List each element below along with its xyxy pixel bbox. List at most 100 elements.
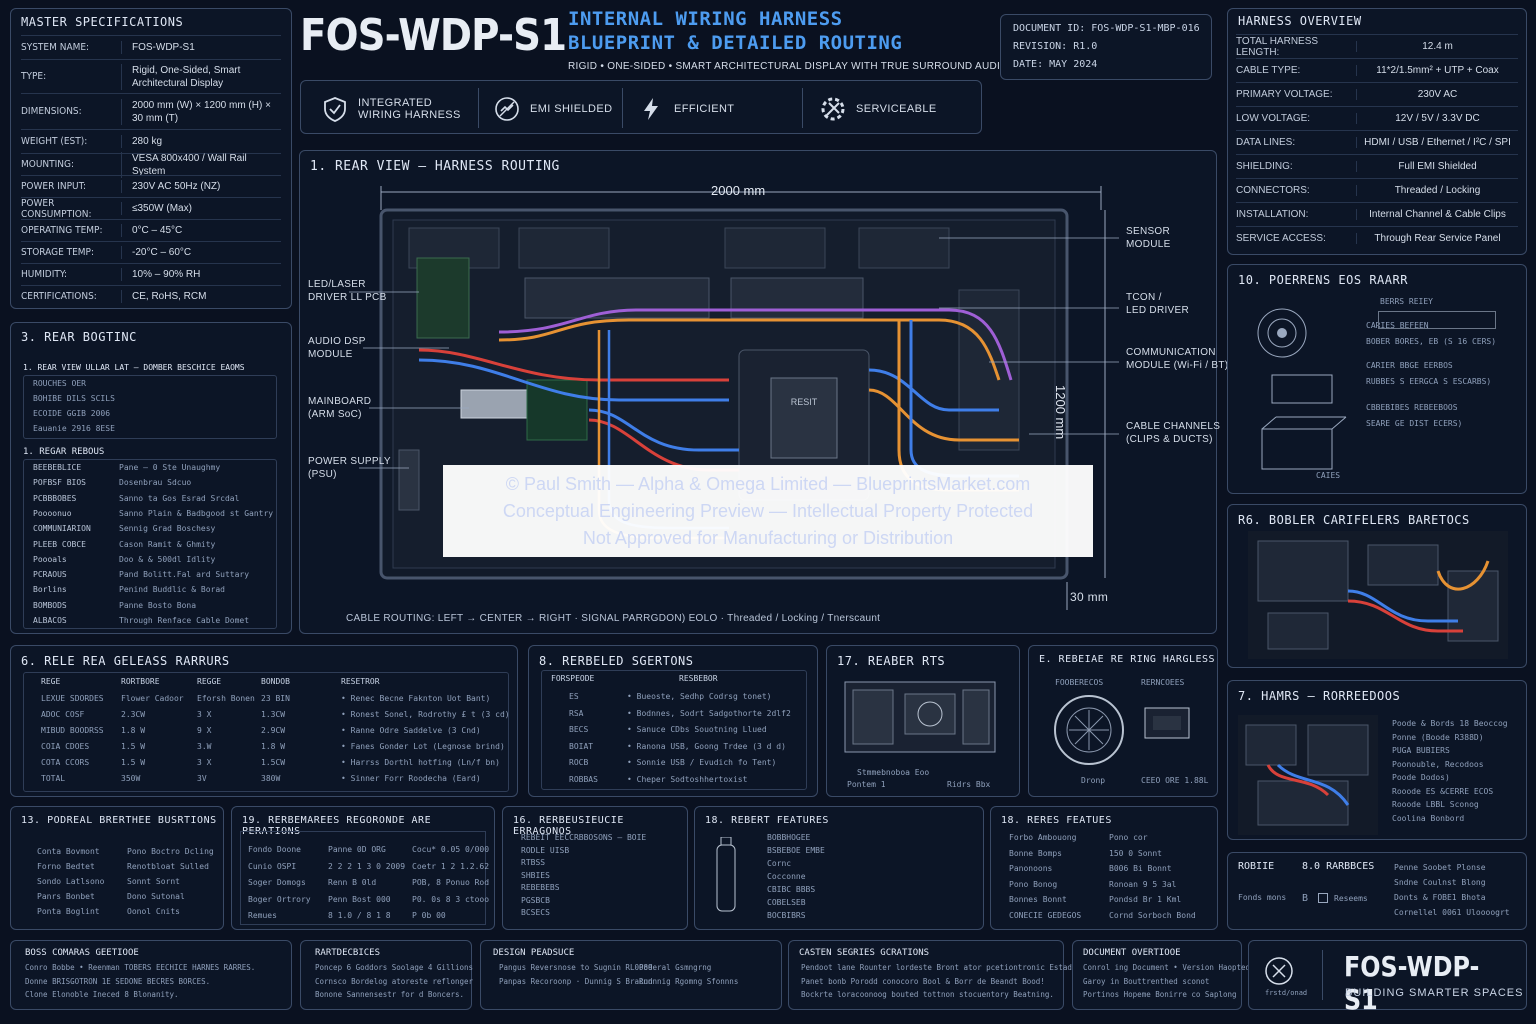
- power-ref-item: RUBBES S EERGCA S ESCARBS): [1366, 377, 1492, 386]
- hamrs-item: Coolina Bonbord: [1392, 813, 1465, 823]
- hamrs-photo: [1238, 715, 1378, 835]
- footer-line: Bockrte loracoonoog bouted tottnon stocu…: [801, 990, 1054, 999]
- routing-key: PCRAOUS: [33, 570, 67, 580]
- boards-cell: 9 X: [197, 726, 212, 735]
- footer-line: Cornsco Bordelog atoreste reflonger: [315, 976, 474, 986]
- feature-label-serviceable: SERVICEABLE: [856, 103, 937, 115]
- sections-desc: • Sonnie USB / Evudich fo Tent): [627, 758, 777, 767]
- routing-key: ALBACOS: [33, 616, 67, 625]
- boards-title: 6. RELE REA GELEASS RARRURS: [21, 654, 230, 668]
- footer-list-item: BOCBIBRS: [767, 911, 806, 920]
- spec-row: TYPE:Rigid, One-Sided, Smart Architectur…: [21, 59, 281, 93]
- hamrs-panel: 7. HAMRS – RORREEDOOS Poode & Bords 18 B…: [1227, 680, 1527, 840]
- spec-key: TYPE:: [21, 71, 47, 82]
- footer-list-item: Sndne Coulnst Blong: [1394, 878, 1486, 887]
- hamrs-item: Ponne (Boode R388D): [1392, 732, 1484, 742]
- center-module-label: RESIT: [791, 397, 818, 407]
- overview-value: Full EMI Shielded: [1356, 161, 1518, 172]
- boards-cell: 1.5 W: [121, 742, 146, 751]
- footer-list-item: COBELSEB: [767, 898, 806, 907]
- subtitle-line-2: BLUEPRINT & DETAILED ROUTING: [568, 32, 903, 54]
- hamrs-item: Poode & Bords 18 Beoccog: [1392, 719, 1508, 728]
- boards-cell: • Fanes Gonder Lot (Legnose brind): [341, 742, 505, 751]
- watermark-line-2: Conceptual Engineering Preview — Intelle…: [502, 500, 1034, 521]
- footer-list-item: Donts & FOBE1 Bhota: [1394, 893, 1486, 902]
- rear-routing-panel: 3. REAR BOGTINC 1. REAR VIEW ULLAR LAT —…: [10, 322, 292, 634]
- spec-key: STORAGE TEMP:: [21, 247, 95, 258]
- sections-title: 8. RERBELED SGERTONS: [539, 654, 694, 668]
- boards-cell: 3V: [197, 774, 207, 783]
- width-dimension: 2000 mm: [711, 183, 766, 198]
- footer-table-cell: Penn Bost 000: [328, 894, 391, 904]
- footer-table-cell: POB, 8 Ponuo Rod: [412, 878, 490, 887]
- footer-line: Garoy in Bouttrenthed sconot: [1083, 976, 1210, 986]
- footer-list-item: Ponta Boglint: [37, 907, 100, 916]
- routing-value: Sanno Plain & Badbgood st Gantry: [119, 508, 274, 518]
- footer-line: Panpas Recoroonp · Dunnig S Bracnd: [499, 976, 653, 986]
- footer-table-cell: 2 2 2 1 3 0 2009: [328, 861, 406, 871]
- boards-cell: • Ronest Sonel, Rodrothy £ t (3 cd): [341, 710, 510, 719]
- spec-row: STORAGE TEMP:-20°C – 60°C: [21, 241, 281, 263]
- spec-value: 280 kg: [121, 135, 281, 148]
- footer-table-value: Pondsd Br 1 Kml: [1109, 895, 1182, 904]
- spec-key: DIMENSIONS:: [21, 106, 82, 117]
- spec-key: SYSTEM NAME:: [21, 42, 90, 53]
- routing-list-item: Eauanie 2916 8ESE: [33, 424, 115, 433]
- footer-list-item: Panrs Bonbet: [37, 892, 95, 901]
- routing-key: Poooals: [33, 554, 67, 564]
- footer-line: Clone Elonoble Ineced 8 Blonanity.: [25, 990, 179, 999]
- feature-label-integrated: INTEGRATED: [358, 97, 433, 109]
- brand-name: FOS-WDP-S1: [1344, 950, 1480, 1016]
- sections-desc: • Bodnnes, Sodrt Sadgothorte 2dlf2: [627, 708, 791, 718]
- routing-key: POFBSF BIOS: [33, 478, 86, 488]
- footer-table-cell: P0. 0s 8 3 ctooo: [412, 894, 490, 904]
- spec-key: POWER INPUT:: [21, 181, 87, 192]
- footer-list-item: BSBEBOE EMBE: [767, 846, 825, 855]
- footer-list-item: Renotbloat Sulled: [127, 862, 209, 871]
- feature-bar: [300, 80, 982, 134]
- footer-table-key: Forbo Ambouong: [1009, 833, 1077, 842]
- tagline: RIGID • ONE-SIDED • SMART ARCHITECTURAL …: [568, 61, 1009, 72]
- boards-cell: TOTAL: [41, 774, 66, 783]
- callout-power-supply: POWER SUPPLY(PSU): [308, 456, 391, 480]
- boards-cell: 2.3CW: [121, 710, 146, 719]
- bottom-panel-6-left: Fonds mons: [1238, 893, 1287, 902]
- subtitle-line-1: INTERNAL WIRING HARNESS: [568, 8, 843, 30]
- feature-label-wiring-harness: WIRING HARNESS: [358, 109, 461, 121]
- boards-cell: 23 BIN: [261, 694, 290, 703]
- checkbox[interactable]: [1318, 893, 1328, 903]
- height-dimension: 1200 mm: [1053, 385, 1068, 440]
- boiler-photo: [1248, 531, 1508, 659]
- cylinder-sketch: [716, 837, 736, 912]
- footer-list-item: Oonol Cnits: [127, 907, 180, 916]
- boards-header: BONDOB: [261, 677, 290, 686]
- overview-key: PRIMARY VOLTAGE:: [1236, 89, 1333, 100]
- boards-cell: 3 X: [197, 710, 212, 719]
- footer-list-item: Sondo Latlsono: [37, 877, 105, 886]
- bottom-panel-6: ROBIIE 8.0 RARBBCES Fonds mons B Reseems…: [1227, 852, 1527, 930]
- overview-row: TOTAL HARNESS LENGTH:12.4 m: [1236, 34, 1518, 58]
- rear-view-title: 1. REAR VIEW – HARNESS ROUTING: [310, 159, 560, 174]
- footer-panel-4-title: CASTEN SEGRIES GCRATIONS: [799, 948, 930, 958]
- overview-value: 12V / 5V / 3.3V DC: [1356, 113, 1518, 124]
- routing-value: Sanno ta Gos Esrad Srcdal: [119, 493, 240, 503]
- boards-cell: LEXUE SDORDES: [41, 694, 104, 703]
- footer-list-item: REBEBEBS: [521, 883, 560, 892]
- overview-key: TOTAL HARNESS LENGTH:: [1236, 35, 1319, 58]
- footer-table-value: Cornd Sorboch Bond: [1109, 910, 1196, 920]
- overview-row: CONNECTORS:Threaded / Locking: [1236, 178, 1518, 202]
- footer-list-item: Cornellel 0061 Uloooogrt: [1394, 908, 1510, 917]
- power-ref-item: CBBEBIBES REBEEBOOS: [1366, 403, 1458, 412]
- spec-row: SYSTEM NAME:FOS-WDP-S1: [21, 35, 281, 59]
- footer-table-key: Pono Bonog: [1009, 879, 1058, 889]
- power-ref-item: BOBER BORES, EB (S 16 CERS): [1366, 337, 1497, 346]
- spec-value: VESA 800x400 / Wall Rail System: [121, 151, 281, 178]
- spec-value: 0°C – 45°C: [121, 224, 281, 237]
- footer-line: Poderal Gsmngrng: [639, 963, 712, 972]
- brand-slogan: BUILDING SMARTER SPACES: [1345, 987, 1524, 999]
- footer-list-item: Cornc: [767, 859, 792, 868]
- cable-routing-footer: CABLE ROUTING: LEFT → CENTER → RIGHT · S…: [346, 613, 881, 624]
- boards-cell: 1.5CW: [261, 758, 286, 767]
